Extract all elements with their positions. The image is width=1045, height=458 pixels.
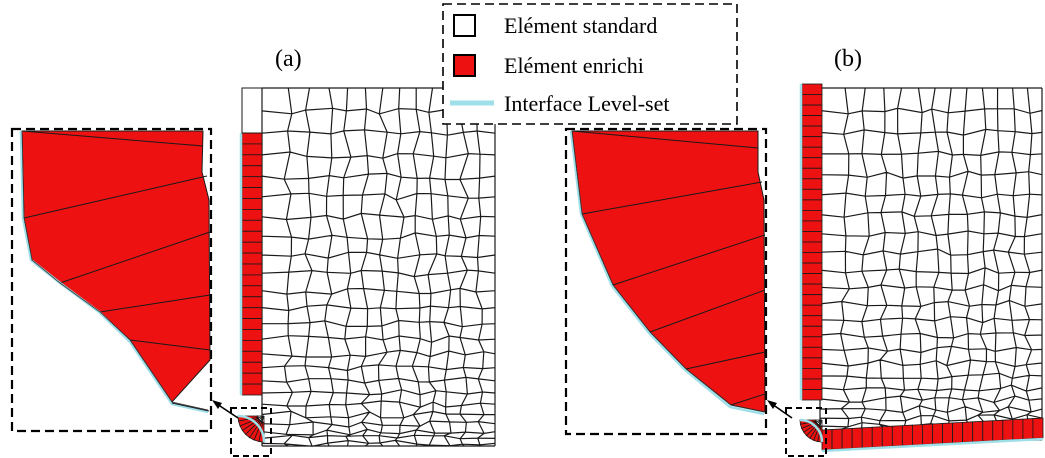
panel-a-mesh (261, 87, 496, 447)
panel-a-corner-zoom-box (230, 407, 272, 457)
panel-a-enriched-strip (239, 87, 263, 396)
legend: Elément standard Elément enrichi Interfa… (442, 3, 738, 125)
standard-element-swatch (453, 14, 476, 37)
panel-b-zoom-enriched-region (571, 130, 766, 413)
panel-b-enriched-bottom-strip (821, 417, 1044, 453)
legend-item-levelset: Interface Level-set (450, 91, 670, 116)
panel-b-corner-zoom-box (785, 407, 827, 457)
panel-a-zoom-divisions (21, 130, 211, 351)
legend-label-standard: Elément standard (504, 13, 657, 38)
panel-b-zoom-divisions (571, 130, 766, 406)
panel-b-zoom-inset (564, 127, 768, 436)
panel-b-label: (b) (834, 46, 862, 72)
panel-a-enriched-corner (237, 414, 266, 443)
panel-b: (b) (564, 46, 1044, 457)
panel-a-zoom-frame (10, 127, 213, 433)
panel-b-mesh (819, 87, 1043, 442)
panel-a-zoom-arrow (212, 400, 239, 419)
panel-b-enriched-corner (799, 418, 824, 443)
panel-a-label: (a) (275, 46, 302, 72)
legend-item-enriched: Elément enrichi (453, 53, 644, 78)
enriched-element-swatch (453, 54, 476, 77)
panel-a: (a) (10, 46, 496, 457)
panel-a-zoom-inset (10, 127, 213, 433)
panel-b-zoom-frame (564, 127, 768, 436)
panel-b-zoom-arrow (767, 400, 793, 419)
legend-item-standard: Elément standard (453, 13, 657, 38)
panel-b-zoom-interface-line (569, 130, 765, 416)
legend-label-levelset: Interface Level-set (504, 91, 670, 116)
legend-label-enriched: Elément enrichi (504, 53, 644, 78)
panel-b-enriched-strip (799, 83, 823, 401)
panel-a-zoom-interface-edge (21, 130, 209, 411)
panel-a-zoom-enriched-region (21, 130, 211, 403)
panel-b-zoom-interface-edge (571, 130, 766, 413)
